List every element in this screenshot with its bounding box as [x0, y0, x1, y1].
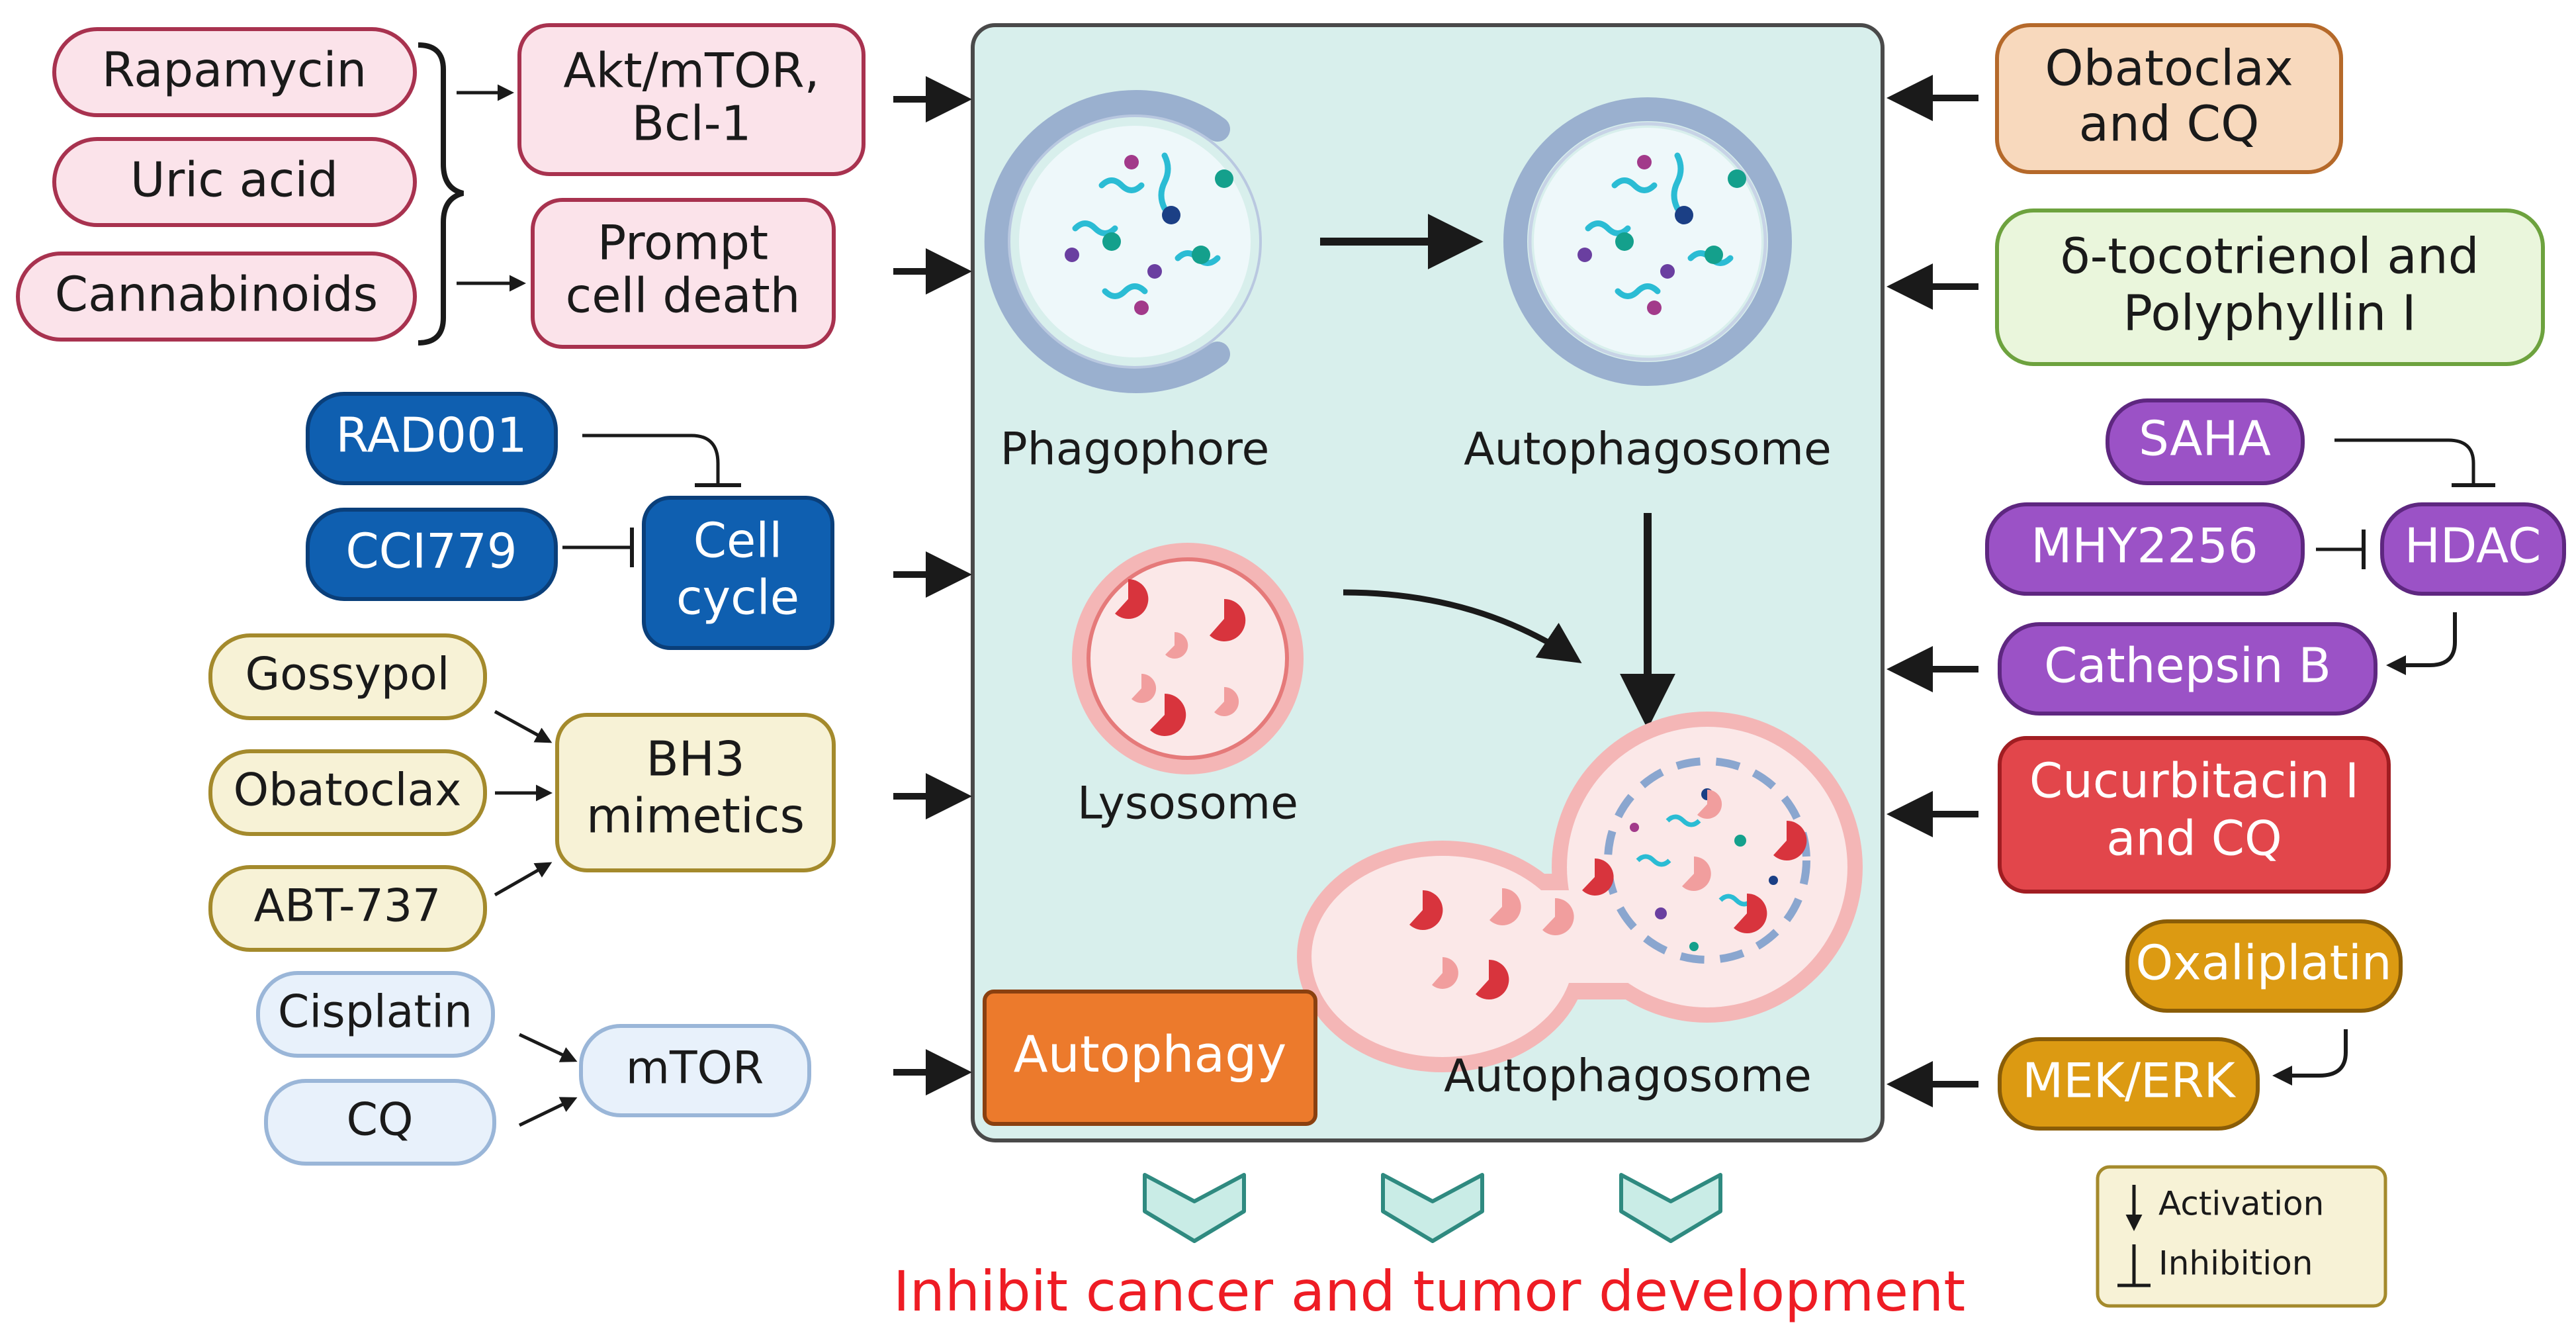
prompt-cell-death-line2: cell death: [566, 268, 801, 324]
saha-label: SAHA: [2139, 411, 2271, 467]
autophagosome-bottom-label: Autophagosome: [1444, 1050, 1812, 1103]
cci779-label: CCI779: [345, 524, 517, 579]
cell-cycle-line1: Cell: [693, 513, 783, 569]
rad001-pill: [306, 392, 558, 485]
cq-pill: [264, 1079, 496, 1166]
arrow-cisplatin-to-mtor: [518, 1033, 578, 1062]
cucurbitacin-line1: Cucurbitacin I: [2029, 753, 2359, 809]
phagophore-label: Phagophore: [1000, 424, 1270, 476]
arrow-oxaliplatin-to-mek: [2272, 1029, 2348, 1086]
gossypol-label: Gossypol: [245, 649, 449, 701]
inhibit-rad001-to-cell-cycle: [582, 434, 720, 483]
cucurbitacin-line2: and CQ: [2106, 811, 2282, 866]
tocotrienol-box: [1995, 208, 2545, 366]
obatoclax-pill: [208, 749, 487, 836]
oxaliplatin-pill: [2125, 919, 2403, 1013]
abt737-label: ABT-737: [254, 880, 441, 933]
arrow-lysosome-to-autophagosome: [1343, 589, 1582, 663]
oxaliplatin-label: Oxaliplatin: [2135, 935, 2391, 991]
cell-cycle-line2: cycle: [676, 570, 799, 625]
arrow-gossypol-to-bh3: [494, 710, 553, 743]
cannabinoids-pill: [16, 252, 417, 342]
lysosome-illustration: [1072, 543, 1304, 774]
chevron-down-icon: [1381, 1173, 1484, 1243]
autophagosome-top-illustration: [1503, 97, 1792, 386]
arrow-cq-to-mtor: [518, 1097, 578, 1127]
autophagosome-bottom-illustration: [1297, 712, 1863, 1072]
cucurbitacin-box: [1998, 736, 2391, 894]
chevron-down-icon: [1143, 1173, 1246, 1243]
rapamycin-pill: [52, 27, 417, 117]
arrow-hdac-to-cathepsin: [2386, 612, 2457, 675]
gossypol-pill: [208, 633, 487, 720]
hdac-pill: [2380, 502, 2566, 596]
uric-acid-label: Uric acid: [130, 152, 338, 208]
cell-cycle-box: [642, 496, 834, 650]
chevron-down-icon: [1619, 1173, 1722, 1243]
cci779-pill: [306, 508, 558, 601]
cq-label: CQ: [346, 1094, 413, 1146]
legend-activation-label: Activation: [2158, 1185, 2324, 1223]
uric-acid-pill: [52, 137, 417, 227]
bh3-mimetics-line2: mimetics: [586, 788, 805, 844]
mek-erk-pill: [1998, 1037, 2260, 1131]
akt-mtor-line1: Akt/mTOR,: [563, 43, 819, 99]
cannabinoids-label: Cannabinoids: [55, 267, 378, 322]
prompt-cell-death-line1: Prompt: [598, 215, 768, 271]
tocotrienol-line2: Polyphyllin I: [2123, 285, 2416, 342]
mek-erk-label: MEK/ERK: [2022, 1053, 2237, 1109]
autophagosome-top-label: Autophagosome: [1464, 424, 1832, 476]
mtor-label: mTOR: [626, 1042, 764, 1095]
tocotrienol-line1: δ-tocotrienol and: [2060, 228, 2479, 285]
cathepsin-b-label: Cathepsin B: [2044, 638, 2331, 694]
lysosome-label: Lysosome: [1077, 778, 1298, 830]
obatoclax-label: Obatoclax: [234, 764, 462, 817]
rapamycin-label: Rapamycin: [102, 42, 367, 98]
akt-mtor-box: [517, 23, 866, 176]
rad001-label: RAD001: [335, 408, 527, 463]
bh3-mimetics-line1: BH3: [646, 731, 744, 787]
inhibit-saha-to-hdac: [2334, 438, 2475, 483]
akt-mtor-line2: Bcl-1: [632, 96, 752, 152]
hdac-label: HDAC: [2405, 518, 2542, 574]
phagophore-illustration: [984, 90, 1262, 393]
legend-box: [2096, 1165, 2387, 1308]
mtor-pill: [579, 1024, 811, 1117]
obatoclax-cq-box: [1995, 23, 2343, 174]
autophagy-box: [983, 990, 1317, 1126]
abt737-pill: [208, 865, 487, 952]
cathepsin-b-pill: [1998, 622, 2377, 716]
bracket-pink-group: [418, 42, 465, 346]
mhy2256-label: MHY2256: [2031, 518, 2258, 574]
cisplatin-pill: [256, 971, 495, 1058]
outcome-text: Inhibit cancer and tumor development: [893, 1259, 1965, 1324]
obatoclax-cq-line2: and CQ: [2079, 96, 2260, 153]
cisplatin-label: Cisplatin: [278, 986, 472, 1039]
arrow-abt737-to-bh3: [494, 862, 553, 897]
bh3-mimetics-box: [555, 713, 836, 872]
prompt-cell-death-box: [531, 198, 836, 349]
obatoclax-cq-line1: Obatoclax: [2045, 40, 2293, 97]
autophagy-label: Autophagy: [1014, 1025, 1287, 1084]
saha-pill: [2106, 398, 2305, 485]
legend-inhibition-label: Inhibition: [2158, 1244, 2313, 1283]
mhy2256-pill: [1985, 502, 2305, 596]
